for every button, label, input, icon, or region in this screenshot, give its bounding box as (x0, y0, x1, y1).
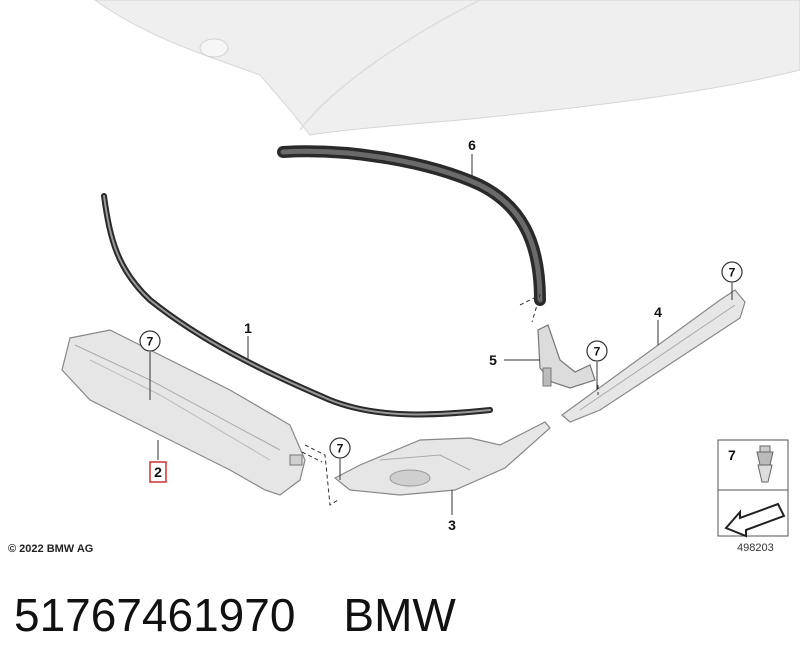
hood-silhouette (94, 0, 800, 136)
parts-diagram: 6 1 4 5 3 2 7 7 7 7 7 (61, 0, 800, 538)
callout-6: 6 (468, 137, 476, 153)
part-1-seal-cord (101, 193, 493, 418)
part-4-right-strip (561, 289, 746, 423)
copyright-text: © 2022 BMW AG (8, 543, 94, 555)
callout-1: 1 (244, 320, 252, 336)
callout-7-circle: 7 (329, 437, 351, 459)
callout-4: 4 (654, 304, 662, 320)
callout-7b: 7 (729, 266, 736, 280)
diagram-number: 498203 (737, 542, 774, 554)
callout-7-circle: 7 (586, 340, 608, 362)
brand-name: BMW (343, 589, 456, 641)
callout-7d: 7 (337, 442, 344, 456)
arrow-icon (724, 502, 786, 538)
part-3-center-bracket (333, 421, 551, 496)
callout-7c: 7 (594, 345, 601, 359)
callout-7-circle: 7 (139, 330, 161, 352)
callout-3: 3 (448, 517, 456, 533)
connection-lines (301, 294, 599, 506)
legend-item-number: 7 (728, 447, 736, 463)
part-6-seal-strip (277, 145, 546, 306)
legend-box: 7 (717, 439, 789, 538)
callout-2: 2 (154, 464, 162, 480)
clip-fastener-icon (756, 445, 774, 483)
callout-5: 5 (489, 352, 497, 368)
callout-2-highlight (149, 461, 167, 483)
callout-7a: 7 (147, 335, 154, 349)
leader-lines (149, 154, 733, 515)
part-2-cowl-panel (61, 329, 306, 496)
part-5-bracket (537, 324, 596, 389)
callout-7-circle: 7 (721, 261, 743, 283)
part-number: 51767461970 (14, 589, 296, 641)
footer-caption: 51767461970 BMW (14, 588, 504, 642)
